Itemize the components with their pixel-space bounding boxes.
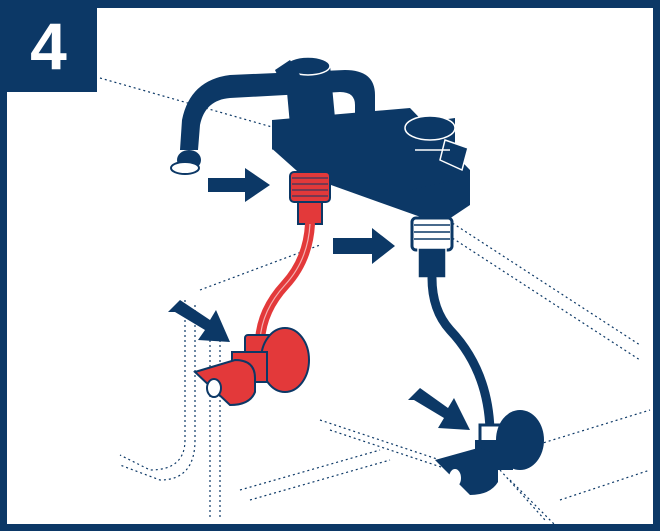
hot-supply-line (193, 171, 331, 407)
arrow-diagonal-icon-hot (168, 300, 230, 342)
step-number-badge: 4 (0, 0, 97, 92)
cold-supply-line (410, 216, 544, 495)
arrow-right-icon (208, 168, 270, 202)
arrow-right-icon-cold (333, 228, 395, 264)
arrow-diagonal-icon-cold (408, 388, 470, 430)
faucet-icon (170, 56, 470, 226)
